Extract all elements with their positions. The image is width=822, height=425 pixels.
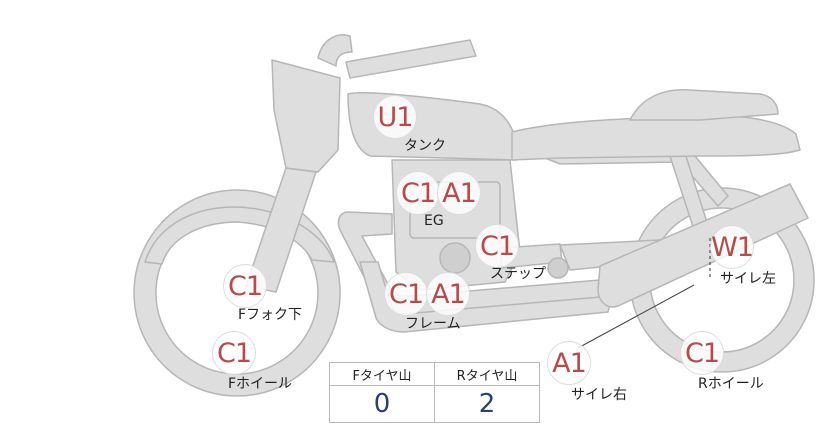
leader-muffler-right [577,284,695,349]
marker-step-label: ステップ [490,266,546,282]
marker-eg-a-code: A1 [437,171,481,215]
engine-case [439,242,471,274]
seat [511,114,801,161]
marker-tank-code: U1 [373,95,417,139]
marker-tank-label: タンク [404,138,446,154]
marker-frame-c-code: C1 [384,272,428,316]
marker-rwheel-label: Rホイール [698,376,764,392]
marker-ffork-code: C1 [223,264,267,308]
value-rear-tire: 2 [434,385,540,423]
marker-eg-c-code: C1 [396,171,440,215]
marker-step-code: C1 [475,224,519,268]
marker-fwheel-code: C1 [212,331,256,375]
marker-rwheel-code: C1 [680,331,724,375]
marker-muffler-right-code: A1 [547,341,591,385]
marker-eg-label: EG [424,213,444,229]
value-front-tire: 0 [329,385,435,423]
marker-muffler-left-label: サイレ左 [720,271,776,287]
headlight [271,59,341,173]
marker-muffler-left-code: W1 [710,225,754,269]
marker-frame-a-code: A1 [426,272,470,316]
handlebar [317,34,477,79]
footpeg [547,257,569,279]
marker-ffork-label: Fフォク下 [238,307,303,323]
tire-tread-table: Fタイヤ山 Rタイヤ山 0 2 [329,362,540,423]
table-header-row: Fタイヤ山 Rタイヤ山 [329,362,540,386]
header-front-tire: Fタイヤ山 [329,362,435,386]
marker-fwheel-label: Fホイール [228,376,293,392]
table-value-row: 0 2 [329,385,540,423]
marker-muffler-right-label: サイレ右 [571,387,627,403]
tail-cowl [629,89,779,121]
marker-frame-label: フレーム [405,316,461,332]
header-rear-tire: Rタイヤ山 [434,362,540,386]
